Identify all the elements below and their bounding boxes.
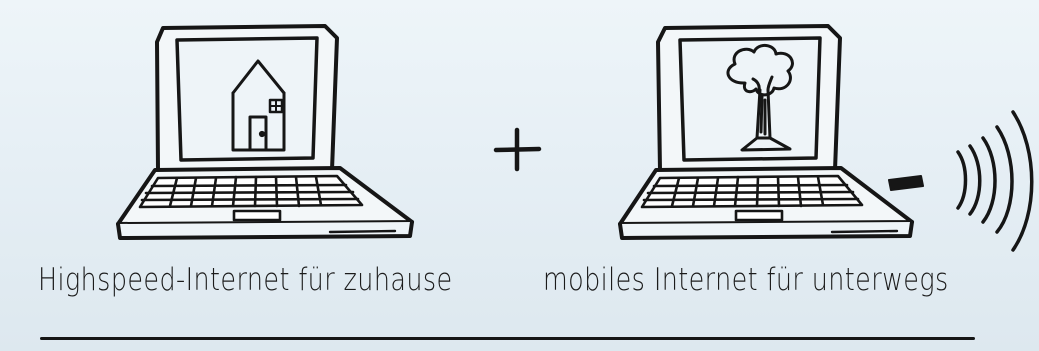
laptop-edge-mark — [832, 231, 897, 232]
wireless-signal-icon — [958, 112, 1032, 250]
home-internet-caption: Highspeed-Internet für zuhause — [38, 262, 453, 312]
keyboard — [140, 176, 362, 207]
mobile-internet-caption: mobiles Internet für unterwegs — [543, 262, 949, 312]
touchpad — [234, 211, 280, 220]
plus-sign — [496, 130, 539, 169]
underline-divider — [40, 337, 975, 340]
touchpad — [736, 211, 782, 220]
home-laptop-screen — [157, 26, 337, 170]
home-laptop — [118, 26, 412, 238]
keyboard — [642, 176, 862, 207]
usb-stick-icon — [889, 176, 923, 190]
laptop-edge-mark — [330, 231, 395, 232]
mobile-laptop — [620, 26, 923, 238]
